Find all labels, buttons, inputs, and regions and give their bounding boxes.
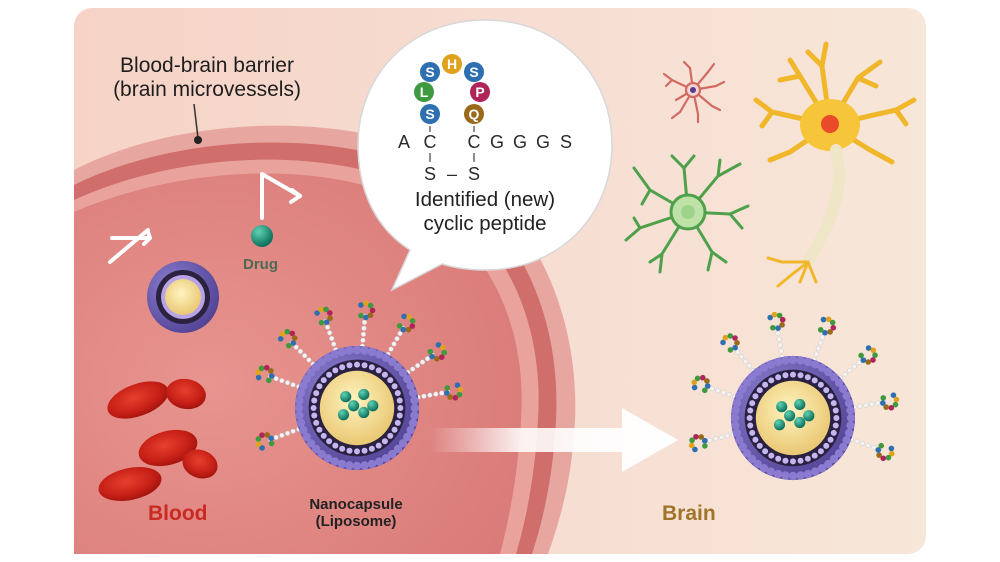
peptide-linear-residue: G <box>536 132 550 152</box>
red-blood-cells <box>98 378 218 502</box>
astrocyte-cell <box>624 154 750 274</box>
disulfide-s-right: S <box>468 164 480 184</box>
encapsulated-drug <box>773 419 786 431</box>
encapsulated-drug <box>784 410 796 422</box>
peptide-linear-residue: S <box>560 132 572 152</box>
nanocapsule-label-line2: (Liposome) <box>315 513 397 531</box>
encapsulated-drug <box>337 409 350 421</box>
peptide-linear-residue: A <box>398 132 410 152</box>
encapsulated-drug <box>794 416 806 429</box>
encapsulated-drug <box>340 391 352 403</box>
brain-label: Brain <box>662 502 716 525</box>
peptide-callout-text: Identified (new) cyclic peptide <box>378 188 592 235</box>
peptide-residue-letter: H <box>447 56 457 72</box>
drug-molecule <box>251 225 273 247</box>
peptide-residue-letter: S <box>469 64 478 80</box>
peptide-linear-residue: G <box>513 132 527 152</box>
encapsulated-drug <box>367 400 379 412</box>
peptide-linear-residue: C <box>424 132 437 152</box>
bbb-label-line1: Blood-brain barrier <box>120 54 294 77</box>
encapsulated-drug <box>348 400 360 412</box>
nanocapsule-blood <box>255 300 464 471</box>
encapsulated-drug <box>358 388 370 401</box>
drug-label: Drug <box>243 256 278 273</box>
peptide-residue: H <box>442 54 462 74</box>
surface-peptide <box>688 431 736 453</box>
disulfide-bond: – <box>447 164 457 184</box>
peptide-residue-letter: P <box>475 84 484 100</box>
nanocapsule-label: Nanocapsule (Liposome) <box>286 496 426 531</box>
surface-peptide <box>255 364 302 390</box>
peptide-residue-letter: S <box>425 106 434 122</box>
peptide-residue: S <box>464 62 484 82</box>
peptide-label-line2: cyclic peptide <box>423 211 547 235</box>
neuron-cell <box>753 41 917 288</box>
bbb-label: Blood-brain barrier (brain microvessels) <box>92 54 322 102</box>
transport-arrow-top <box>260 172 302 220</box>
peptide-residue: L <box>414 82 434 102</box>
bbb-label-line2: (brain microvessels) <box>113 78 301 102</box>
nanocapsule-brain <box>688 311 900 481</box>
surface-peptide <box>255 426 302 451</box>
encapsulated-drug <box>358 406 370 419</box>
disulfide-s-left: S <box>424 164 436 184</box>
bbb-pointer-dot <box>194 136 202 144</box>
peptide-residue: Q <box>464 104 484 124</box>
transport-arrow-left <box>108 228 152 264</box>
peptide-residue: S <box>420 104 440 124</box>
encapsulated-drug <box>776 401 788 413</box>
encapsulated-drug <box>803 410 815 422</box>
surface-peptide <box>277 328 316 367</box>
surface-peptide <box>767 311 786 360</box>
peptide-residue: P <box>470 82 490 102</box>
small-liposome <box>147 261 219 333</box>
peptide-residue-letter: L <box>420 84 429 100</box>
surface-peptide <box>415 382 464 401</box>
encapsulated-drug <box>794 398 806 411</box>
surface-peptide <box>405 342 448 375</box>
peptide-linear-residue: G <box>490 132 504 152</box>
peptide-residue-letter: Q <box>469 106 480 122</box>
bbb-pointer-line <box>193 103 199 139</box>
peptide-label-line1: Identified (new) <box>414 188 556 211</box>
blood-label: Blood <box>148 502 208 525</box>
peptide-linear-residue: C <box>468 132 481 152</box>
surface-peptide <box>837 345 878 381</box>
peptide-residue-letter: S <box>425 64 434 80</box>
peptide-residue: S <box>420 62 440 82</box>
surface-peptide <box>314 306 339 353</box>
surface-peptide <box>691 374 738 400</box>
microglia-cell <box>662 60 726 124</box>
surface-peptide <box>851 392 900 411</box>
transfer-arrow <box>430 408 678 472</box>
nanocapsule-label-line1: Nanocapsule <box>309 496 403 513</box>
